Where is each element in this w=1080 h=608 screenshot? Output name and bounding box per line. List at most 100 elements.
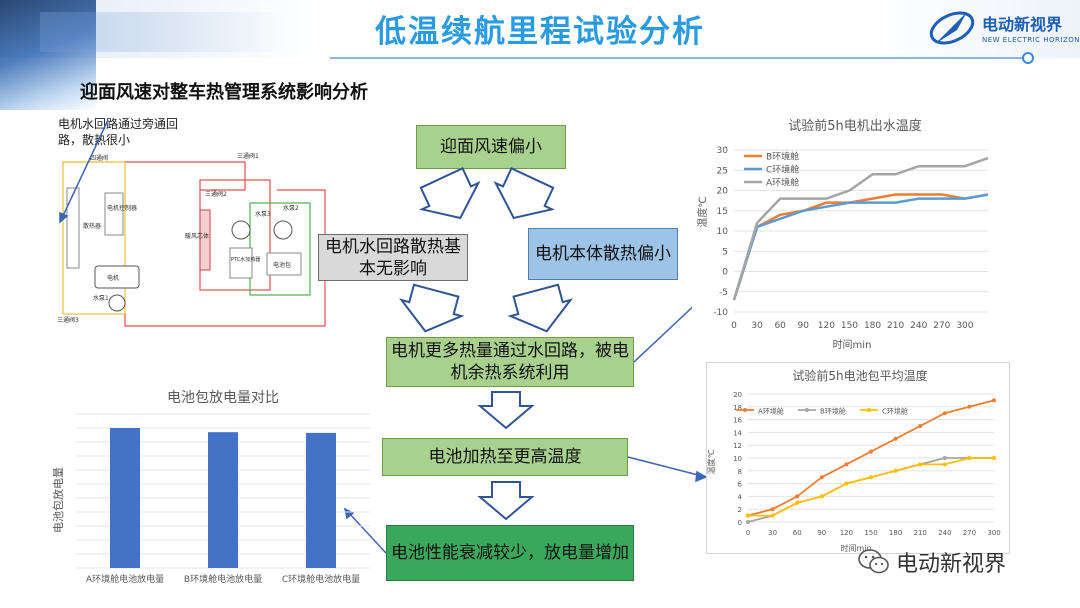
pump2-label: 水泵2 — [283, 204, 299, 212]
data-point — [942, 456, 947, 460]
arrow-down-right — [493, 167, 556, 220]
x-tick-label: 300 — [987, 529, 1000, 537]
x-tick-label: 30 — [751, 321, 763, 331]
data-point — [770, 513, 775, 518]
data-point — [992, 456, 996, 460]
x-tick-label: 120 — [840, 529, 853, 537]
logo-text: 电动新视界 — [982, 15, 1063, 34]
data-point — [967, 404, 972, 409]
data-point — [992, 398, 996, 403]
section-subtitle: 迎面风速对整车热管理系统影响分析 — [80, 82, 368, 103]
motor-label: 电机 — [107, 274, 119, 282]
series-line — [747, 457, 994, 523]
y-tick-label: 8 — [738, 468, 742, 476]
x-tick-label: 120 — [818, 321, 835, 331]
x-tick-label: 60 — [793, 529, 802, 537]
logo-icon — [929, 11, 975, 45]
y-tick-label: 25 — [717, 166, 728, 176]
y-tick-label: 0 — [738, 519, 742, 527]
x-tick-label: 90 — [798, 321, 810, 331]
x-tick-label: 0 — [731, 321, 737, 331]
x-tick-label: A环境舱电池放电量 — [86, 573, 164, 585]
flow-box-wind-speed: 迎面风速偏小 — [416, 125, 566, 169]
controller-label: 电机控制器 — [107, 204, 137, 212]
data-point — [819, 494, 824, 499]
arrow-merge-right — [507, 283, 573, 333]
data-point — [844, 462, 849, 467]
x-tick-label: 240 — [938, 529, 951, 537]
valve4-label: 四通阀 — [90, 154, 108, 162]
y-tick-label: 6 — [738, 481, 743, 489]
x-tick-label: 210 — [914, 529, 927, 537]
x-tick-label: 270 — [933, 321, 950, 331]
chart-motor-temp-xlabel: 时间min — [833, 338, 872, 351]
flow-box-discharge: 电池性能衰减较少，放电量增加 — [386, 525, 634, 581]
legend-marker — [743, 408, 747, 412]
data-point — [967, 456, 972, 460]
series-line — [732, 193, 989, 301]
legend-label: B环境舱 — [766, 151, 799, 163]
y-tick-label: 20 — [717, 187, 729, 197]
y-tick-label: 14 — [733, 429, 742, 437]
chart-discharge-title: 电池包放电量对比 — [167, 390, 279, 406]
arrow-down-1 — [477, 391, 535, 430]
legend-label: C环境舱 — [882, 407, 908, 416]
legend-label: B环境舱 — [820, 407, 846, 416]
x-tick-label: 150 — [841, 321, 858, 331]
data-point — [795, 494, 800, 499]
chart-battery-temp-xlabel: 时间min — [840, 543, 871, 553]
y-tick-label: -10 — [713, 308, 728, 318]
chart-discharge-ylabel: 电池包放电量 — [51, 467, 65, 533]
y-tick-label: 12 — [733, 442, 742, 450]
x-tick-label: 180 — [889, 529, 902, 537]
flow-box-motor-loop: 电机水回路散热基本无影响 — [318, 234, 468, 281]
data-point — [844, 481, 849, 486]
y-tick-label: 2 — [738, 506, 742, 514]
valve2-label: 三通阀2 — [205, 190, 227, 198]
schematic-note: 电机水回路通过旁通回路，散热很小 — [58, 117, 179, 147]
valve3-label: 三通阀3 — [57, 316, 79, 324]
flow-box-battery-heating: 电池加热至更高温度 — [382, 438, 628, 476]
header-dot — [1022, 52, 1034, 64]
bar — [110, 428, 140, 568]
page-title: 低温续航里程试验分析 — [375, 14, 705, 50]
x-tick-label: 60 — [774, 321, 786, 331]
x-tick-label: 210 — [887, 321, 904, 331]
data-point — [869, 475, 873, 480]
y-tick-label: 0 — [722, 268, 728, 278]
y-tick-label: 15 — [717, 207, 728, 217]
pump1-label: 水泵1 — [93, 294, 109, 302]
data-point — [770, 507, 775, 512]
bar — [208, 432, 238, 568]
chart-motor-temp-ylabel: 温度℃ — [696, 196, 709, 227]
arrow-merge-left — [399, 283, 465, 333]
x-tick-label: 300 — [956, 321, 973, 331]
arrow-down-2 — [477, 481, 535, 521]
data-point — [918, 462, 923, 467]
legend-label: A环境舱 — [766, 177, 799, 189]
wechat-icon — [858, 549, 889, 574]
watermark-text: 电动新视界 — [896, 552, 1007, 577]
header-bar — [0, 0, 1080, 58]
series-line — [732, 193, 989, 301]
y-tick-label: 20 — [733, 391, 742, 399]
data-point — [746, 513, 750, 518]
pump3-label: 水泵3 — [255, 210, 271, 218]
x-tick-label: C环境舱电池放电量 — [282, 573, 360, 585]
logo-subtext: NEW ELECTRIC HORIZON — [982, 36, 1080, 44]
y-tick-label: 10 — [733, 455, 742, 463]
legend-label: C环境舱 — [766, 164, 799, 176]
flow-box-motor-body: 电机本体散热偏小 — [528, 228, 678, 280]
x-tick-label: 180 — [864, 321, 881, 331]
data-point — [795, 500, 800, 505]
ptc-label: PTC水加热器 — [231, 256, 260, 263]
y-tick-label: 30 — [717, 146, 729, 156]
y-tick-label: 5 — [722, 247, 728, 257]
legend-marker — [867, 408, 871, 412]
x-tick-label: 240 — [910, 321, 927, 331]
legend-marker — [805, 408, 809, 412]
data-point — [819, 475, 824, 480]
data-point — [746, 520, 750, 524]
y-tick-label: 18 — [733, 404, 742, 412]
